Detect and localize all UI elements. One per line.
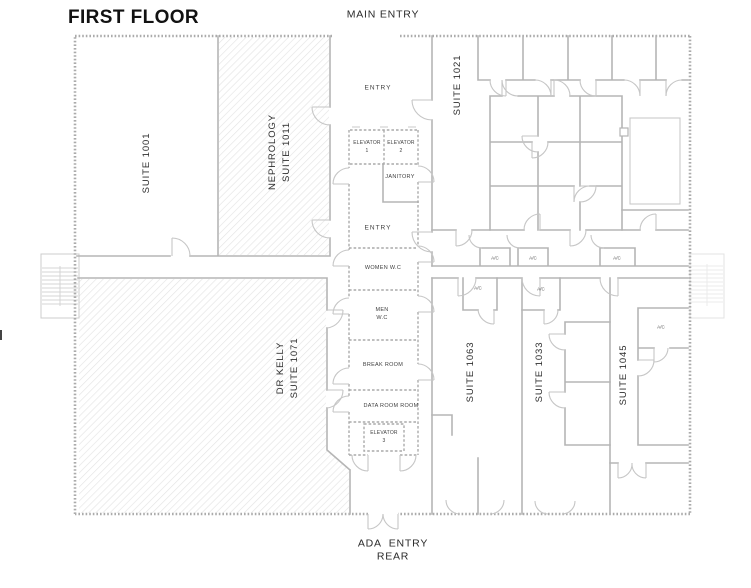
page-title: FIRST FLOOR xyxy=(68,7,200,28)
break-room-label: BREAK ROOM xyxy=(362,362,404,369)
core-dashed-walls xyxy=(348,129,419,456)
ac-room-label: A/C xyxy=(474,285,482,291)
entry-top-label: ENTRY xyxy=(364,84,392,92)
room-label-suite-1045: SUITE 1045 xyxy=(618,344,630,406)
hatch-nephrology-suite xyxy=(219,37,329,255)
exterior-wall xyxy=(73,34,692,516)
room-label-suite-1001: SUITE 1001 xyxy=(141,132,153,194)
room-label-suite-1033: SUITE 1033 xyxy=(534,341,546,403)
left-edge-tick xyxy=(0,330,2,340)
elevator-3-shaft xyxy=(363,423,405,452)
room-label-suite-1021: SUITE 1021 xyxy=(452,54,464,116)
ac-room-label: A/C xyxy=(613,255,621,261)
door-arcs xyxy=(171,79,683,530)
hatch-dr-kelly-suite xyxy=(79,279,349,513)
stairs-right xyxy=(689,253,725,319)
interior-walls xyxy=(76,35,689,515)
data-room-label: DATA ROOM ROOM xyxy=(363,403,419,410)
room-label-suite-1063: SUITE 1063 xyxy=(465,341,477,403)
ac-room-label: A/C xyxy=(491,255,499,261)
ada-rear-label: REAR xyxy=(376,550,410,563)
ac-room-label: A/C xyxy=(529,255,537,261)
main-entry-label: MAIN ENTRY xyxy=(346,8,420,21)
stairs-left xyxy=(40,253,80,319)
ac-room-label: A/C xyxy=(537,286,545,292)
ada-entry-label: ADA ENTRY xyxy=(357,537,429,550)
women-wc-label: WOMEN W.C xyxy=(364,265,402,272)
entry-mid-label: ENTRY xyxy=(364,224,392,232)
ac-room-label: A/C xyxy=(657,324,665,330)
janitory-label: JANITORY xyxy=(385,174,415,181)
